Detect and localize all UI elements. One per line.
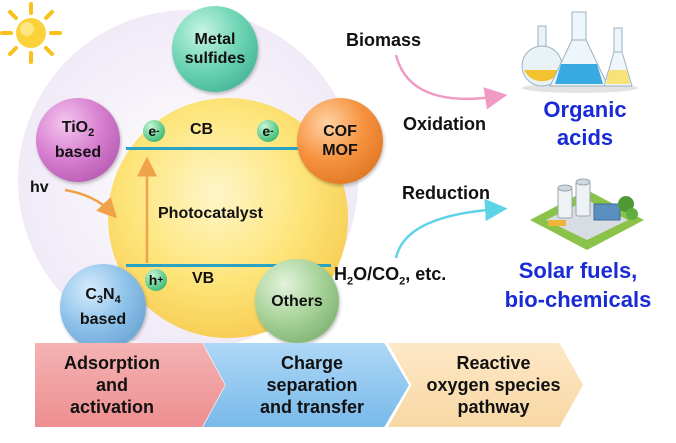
metal-sulfides-ball: Metal sulfides [172,6,258,92]
c3n4-n: N [103,285,115,303]
sun-icon [0,2,62,64]
tio2-based-ball: TiO2 based [36,98,120,182]
others-ball: Others [255,259,339,343]
cb-label: CB [190,121,214,138]
h2o-co2-label: H2O/CO2, etc. [334,264,446,288]
step1-line3: activation [69,397,155,417]
organic-acids-line2: acids [556,125,614,150]
step1-line1: Adsorption [64,353,160,373]
step2-line2: separation [266,375,358,395]
oxidation-label: Oxidation [403,114,487,134]
organic-acids-label: Organic acids [520,96,650,152]
co2-sub: 2 [399,275,406,288]
tio2-line2: based [54,144,102,162]
step3-line2: oxygen species [426,375,561,395]
step3-line1: Reactive [456,353,531,373]
cof-label: COF [323,123,357,140]
c3n4-based-ball: C3N4 based [60,264,146,350]
electron-carrier-left: e- [143,120,165,142]
c3n4-sub1: 3 [96,294,103,307]
electron-charge: - [270,125,274,137]
hole-carrier: h+ [145,269,167,291]
solar-fuels-line2: bio-chemicals [504,287,652,312]
electron-carrier-right: e- [257,120,279,142]
tio2-subscript: 2 [88,127,95,140]
organic-acids-line1: Organic [543,97,627,122]
c3n4-line2: based [79,311,127,329]
step-reactive-oxygen: Reactive oxygen species pathway [388,343,583,427]
metal-sulfides-line1: Metal [194,31,236,48]
vb-label: VB [192,270,215,287]
step3-line3: pathway [457,397,530,417]
hv-label: hv [30,179,49,196]
cof-mof-ball: COF MOF [297,98,383,184]
h2o-co-mid: O/CO [353,264,400,284]
mof-label: MOF [322,142,358,159]
biomass-label: Biomass [346,30,422,50]
photocatalyst-label: Photocatalyst [158,205,263,222]
others-label: Others [271,292,323,310]
hole-charge: + [157,274,164,286]
solar-fuels-label: Solar fuels, bio-chemicals [480,256,676,314]
reduction-label: Reduction [402,183,490,203]
electron-charge: - [156,125,160,137]
factory-icon [530,178,644,250]
valence-band-line [126,264,331,267]
conduction-band-line [126,147,331,150]
tio2-main: TiO [61,118,89,136]
step2-line3: and transfer [259,397,365,417]
h2o-sub: 2 [347,275,354,288]
step-charge-separation: Charge separation and transfer [203,343,409,427]
c3n4-sub2: 4 [114,294,121,307]
h2o-co2-etc: , etc. [405,264,447,284]
solar-fuels-line1: Solar fuels, [518,258,638,283]
step1-line2: and [95,375,128,395]
step-adsorption-activation: Adsorption and activation [35,343,225,427]
c3n4-c: C [85,285,97,303]
hole-symbol: h [148,272,158,288]
electron-symbol: e [148,123,157,139]
metal-sulfides-line2: sulfides [184,50,246,67]
electron-symbol: e [262,123,271,139]
step2-line1: Charge [280,353,343,373]
flask-icon [521,11,638,93]
h2o-h: H [334,264,347,284]
